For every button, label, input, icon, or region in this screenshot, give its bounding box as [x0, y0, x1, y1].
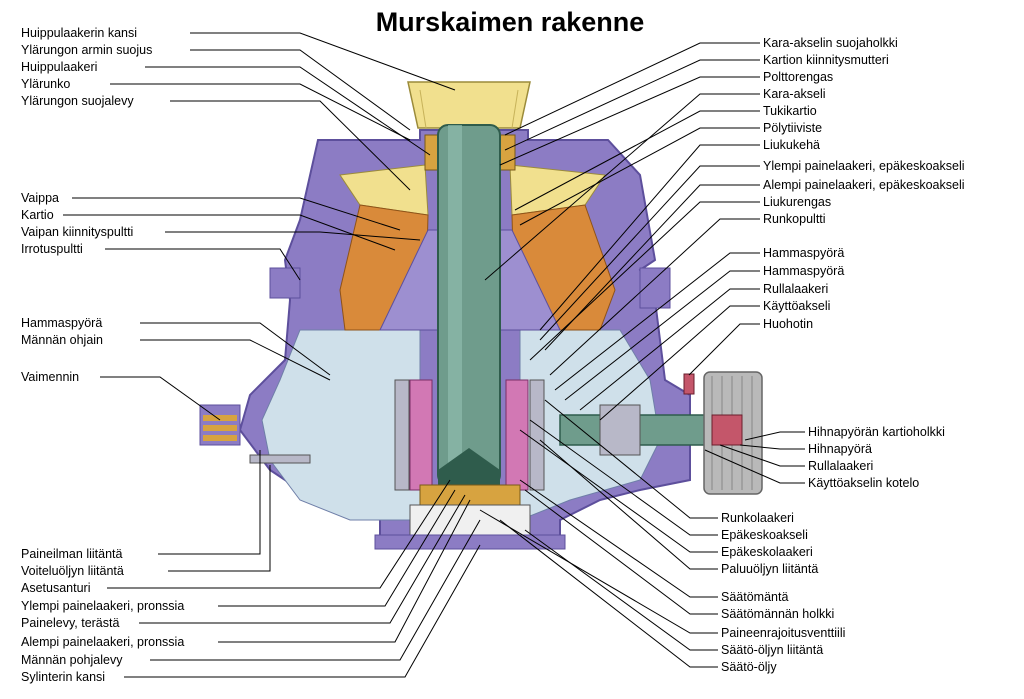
label-polytiiviste: Pölytiiviste: [763, 121, 822, 135]
label-ylarungon-armin-suojus: Ylärungon armin suojus: [21, 43, 152, 57]
label-ylarunko: Ylärunko: [21, 77, 70, 91]
label-tukikartio: Tukikartio: [763, 104, 817, 118]
label-hihnapyoran-kartioholkki: Hihnapyörän kartioholkki: [808, 425, 945, 439]
label-vaippa: Vaippa: [21, 191, 59, 205]
label-huohotin: Huohotin: [763, 317, 813, 331]
labels-right-top: Kara-akselin suojaholkki Kartion kiinnit…: [763, 36, 965, 331]
cylinder-cover: [374, 534, 566, 550]
label-epakeskolaakeri: Epäkeskolaakeri: [721, 545, 813, 559]
label-saatomannan-holkki: Säätömännän holkki: [721, 607, 834, 621]
label-vaipan-kiinnityspultti: Vaipan kiinnityspultti: [21, 225, 133, 239]
label-kayttoakseli: Käyttöakseli: [763, 299, 830, 313]
labels-right-bottom: Runkolaakeri Epäkeskoakseli Epäkeskolaak…: [721, 511, 845, 674]
damper: [199, 404, 241, 446]
breather: [683, 373, 695, 395]
label-mannan-ohjain: Männän ohjain: [21, 333, 103, 347]
label-rullalaakeri-top: Rullalaakeri: [763, 282, 828, 296]
label-ylempi-painelaakeri-pronssia: Ylempi painelaakeri, pronssia: [21, 599, 184, 613]
label-saato-oljyn-liitanta: Säätö-öljyn liitäntä: [721, 643, 823, 657]
label-kara-akselin-suojaholkki: Kara-akselin suojaholkki: [763, 36, 898, 50]
label-kayttoakselin-kotelo: Käyttöakselin kotelo: [808, 476, 919, 490]
shaft-bottom: [438, 448, 500, 485]
label-sylinterin-kansi: Sylinterin kansi: [21, 670, 105, 684]
leader-lines: [63, 32, 805, 678]
eccentric-right: [505, 379, 529, 491]
labels-right-mid: Hihnapyörän kartioholkki Hihnapyörä Rull…: [808, 425, 945, 490]
label-kartio: Kartio: [21, 208, 54, 222]
label-hammaspyora-right-2: Hammaspyörä: [763, 264, 844, 278]
eccentric-left: [409, 379, 433, 491]
labels-left-bottom: Paineilman liitäntä Voiteluöljyn liitänt…: [21, 547, 184, 684]
label-alempi-painelaakeri-pronssia: Alempi painelaakeri, pronssia: [21, 635, 184, 649]
label-runkopultti: Runkopultti: [763, 212, 826, 226]
label-saatomanta: Säätömäntä: [721, 590, 788, 604]
label-mannan-pohjalevy: Männän pohjalevy: [21, 653, 123, 667]
label-runkolaakeri: Runkolaakeri: [721, 511, 794, 525]
label-rullalaakeri-mid: Rullalaakeri: [808, 459, 873, 473]
label-paineenrajoitusventtiili: Paineenrajoitusventtiili: [721, 626, 845, 640]
label-alempi-painelaakeri-epakeskoakseli: Alempi painelaakeri, epäkeskoakseli: [763, 178, 965, 192]
label-saato-oljy: Säätö-öljy: [721, 660, 777, 674]
pulley: [703, 371, 763, 495]
label-irrotuspultti: Irrotuspultti: [21, 242, 83, 256]
label-kara-akseli: Kara-akseli: [763, 87, 826, 101]
piston-plates: [419, 484, 521, 506]
label-paineilman-liitanta: Paineilman liitäntä: [21, 547, 122, 561]
label-epakeskoakseli: Epäkeskoakseli: [721, 528, 808, 542]
label-hammaspyora-left: Hammaspyörä: [21, 316, 102, 330]
label-polttorengas: Polttorengas: [763, 70, 833, 84]
label-ylempi-painelaakeri-epakeskoakseli: Ylempi painelaakeri, epäkeskoakseli: [763, 159, 965, 173]
label-hihnapyora: Hihnapyörä: [808, 442, 872, 456]
label-huippulaakeri: Huippulaakeri: [21, 60, 97, 74]
label-voiteluoljyn-liitanta: Voiteluöljyn liitäntä: [21, 564, 124, 578]
label-kartion-kiinnitysmutteri: Kartion kiinnitysmutteri: [763, 53, 889, 67]
diagram-title: Murskaimen rakenne: [376, 7, 645, 37]
label-ylarungon-suojalevy: Ylärungon suojalevy: [21, 94, 134, 108]
feed-hopper: [407, 81, 531, 129]
label-paluuoljyn-liitanta: Paluuöljyn liitäntä: [721, 562, 818, 576]
label-huippulaakerin-kansi: Huippulaakerin kansi: [21, 26, 137, 40]
label-liukurengas: Liukurengas: [763, 195, 831, 209]
labels-left-top: Huippulaakerin kansi Ylärungon armin suo…: [21, 26, 152, 384]
label-painelevy-terasta: Painelevy, terästä: [21, 616, 119, 630]
crusher-illustration: [199, 81, 763, 550]
label-vaimennin: Vaimennin: [21, 370, 79, 384]
main-shaft: [437, 124, 501, 486]
label-hammaspyora-right-1: Hammaspyörä: [763, 246, 844, 260]
label-asetusanturi: Asetusanturi: [21, 581, 90, 595]
label-liukukeha: Liukukehä: [763, 138, 820, 152]
